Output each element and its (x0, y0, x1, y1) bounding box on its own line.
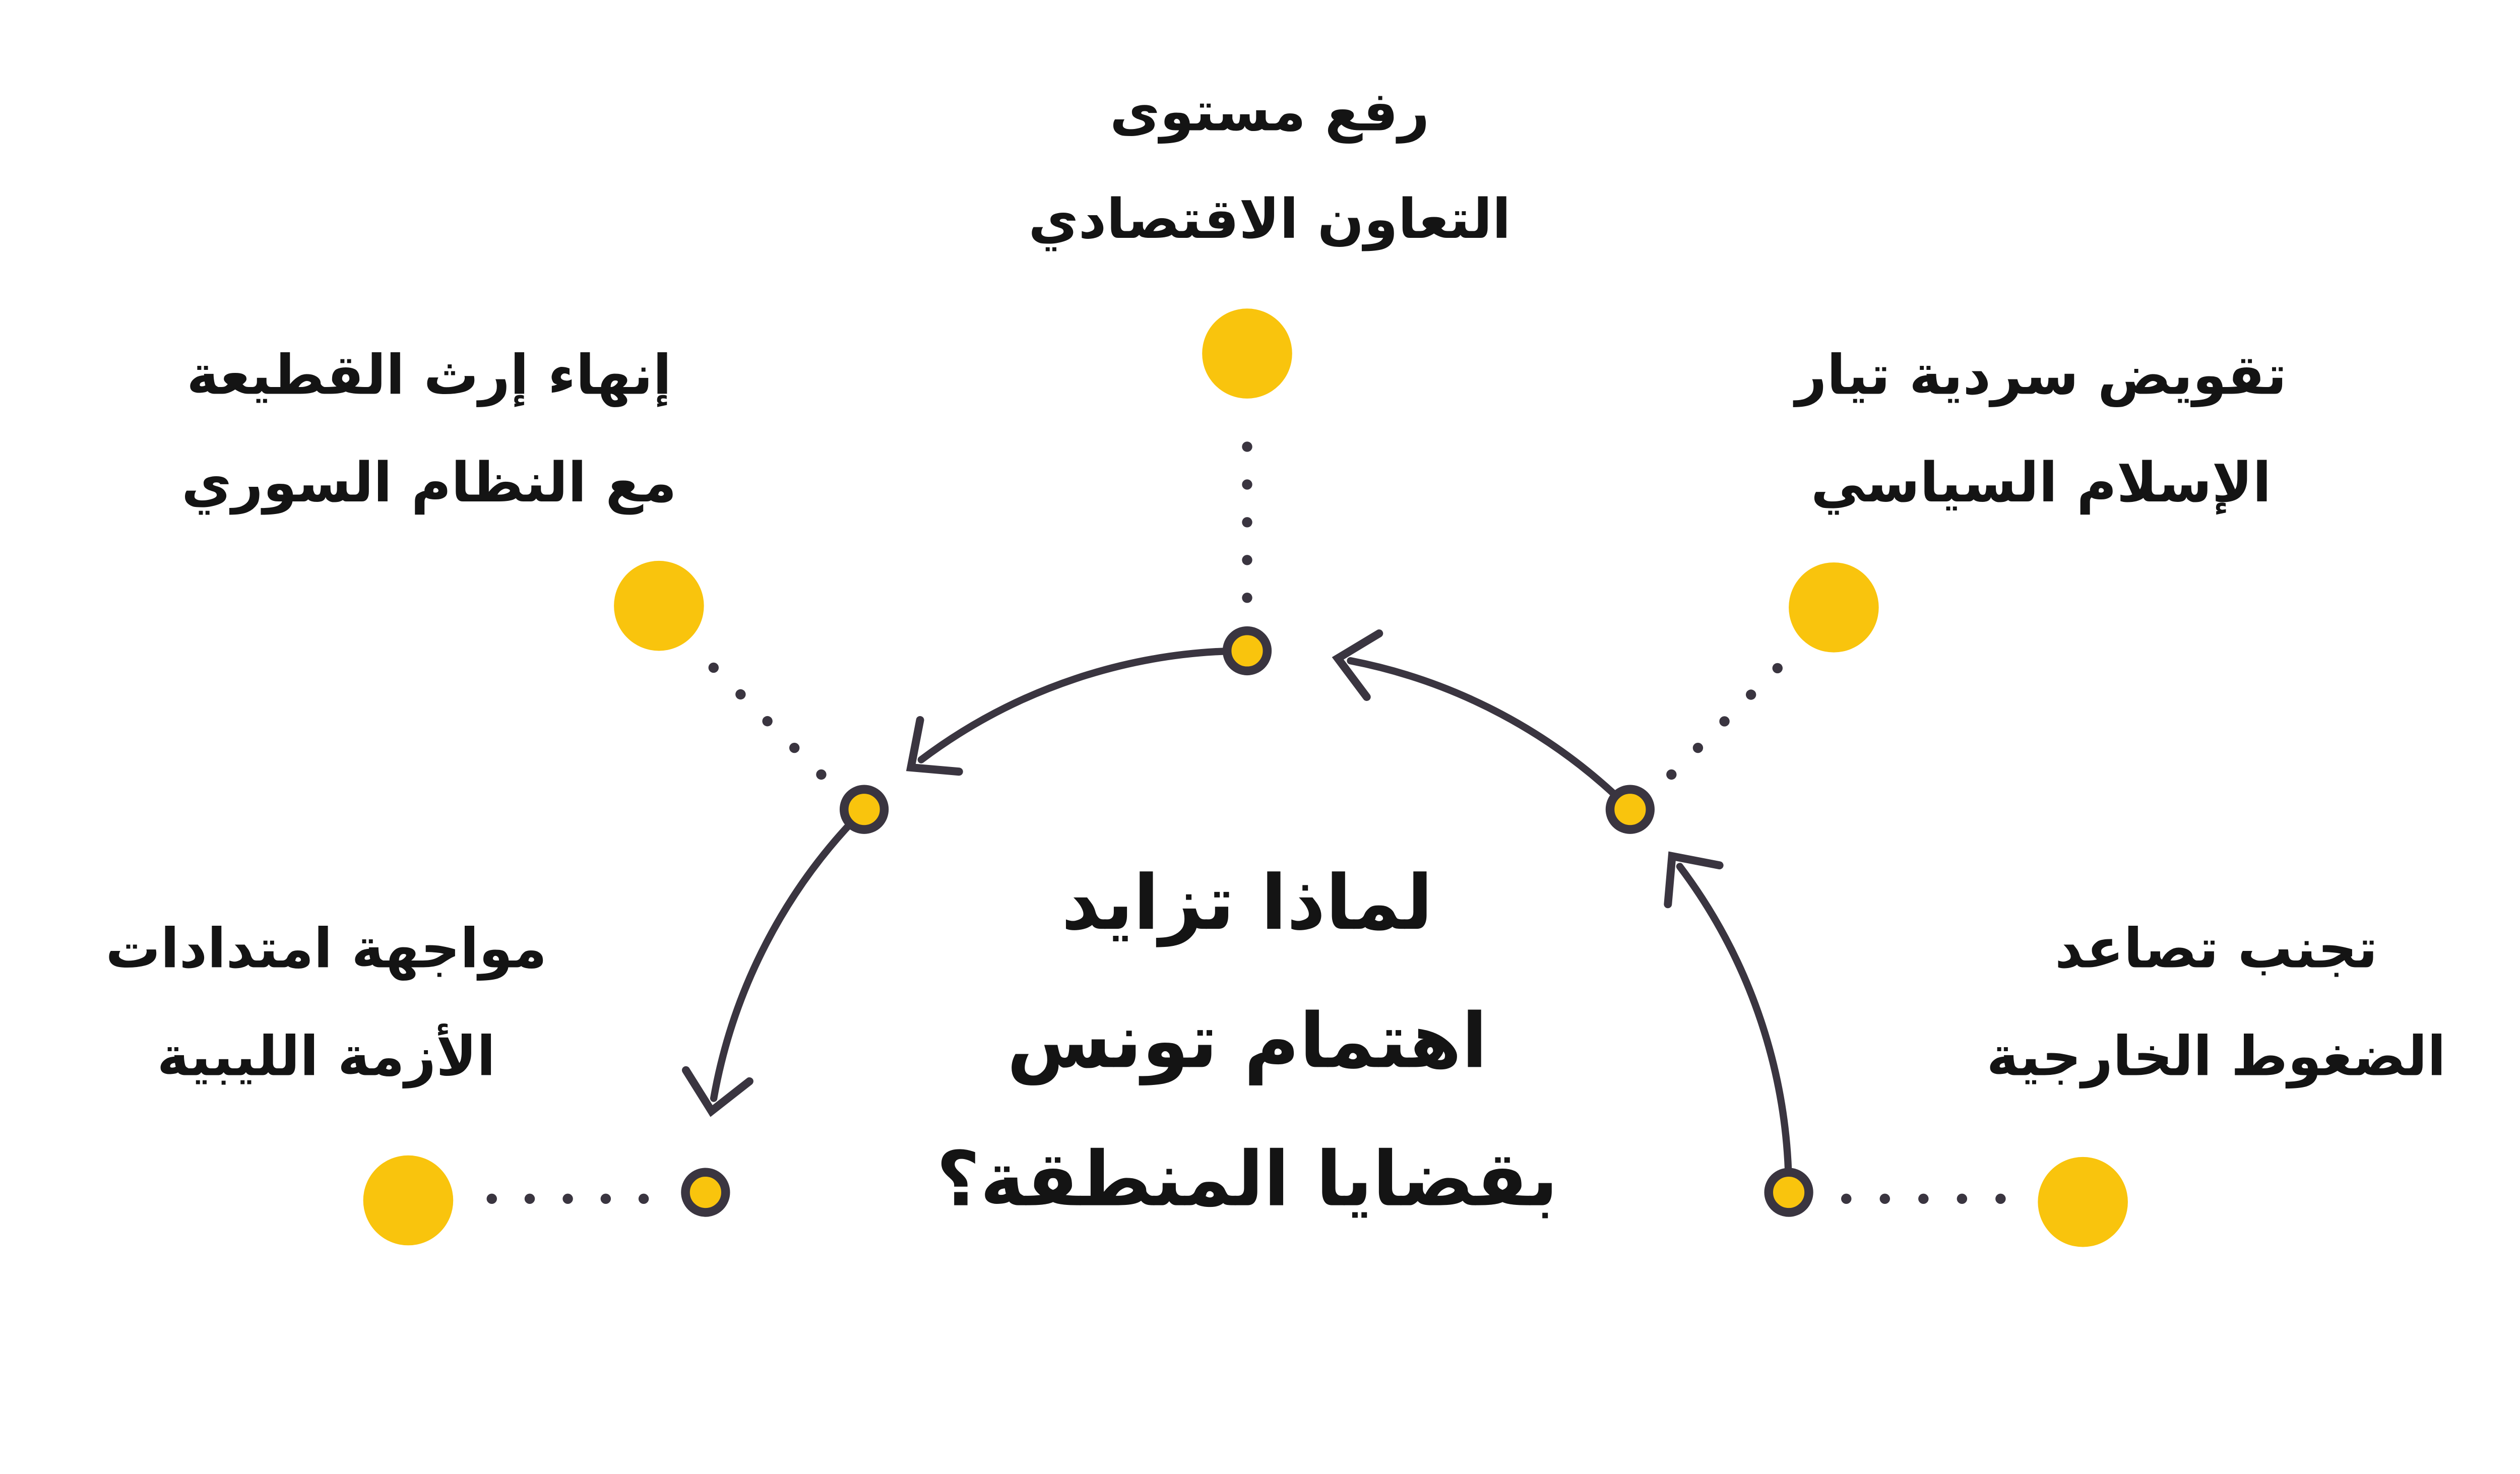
hub-node-top (1222, 626, 1272, 676)
topic-label-line: الضغوط الخارجية (1986, 1025, 2446, 1090)
infographic-canvas: رفع مستوى التعاون الاقتصادي إنهاء إرث ال… (105, 59, 2446, 1250)
dotted-link-top-right (1666, 663, 1783, 780)
hub-node-left (839, 785, 889, 834)
dotted-link-bottom-left (486, 1193, 649, 1204)
topic-label-line: مواجهة امتدادات (105, 917, 547, 982)
topic-dot-top-left (614, 560, 704, 651)
arc-top-to-left (917, 647, 1251, 763)
arc-bottom-right-to-right (1676, 863, 1793, 1196)
topic-label-line: تجنب تصاعد (2055, 917, 2378, 982)
arc-right-to-top (1347, 657, 1634, 813)
topic-label-line: إنهاء إرث القطيعة (186, 344, 672, 408)
topic-label-line: التعاون الاقتصادي (1028, 188, 1511, 252)
dotted-link-top (1242, 441, 1252, 603)
topic-dot-top-right (1789, 562, 1879, 653)
diagram-graphics (363, 308, 2128, 1247)
topic-label-top: رفع مستوى التعاون الاقتصادي (1028, 59, 1510, 275)
topic-dot-top (1202, 308, 1292, 399)
arrowhead-down-icon (681, 1066, 753, 1117)
topic-label-top-right: تقويض سردية تيار الإسلام السياسي (1795, 323, 2287, 538)
topic-dot-bottom-right (2038, 1157, 2128, 1247)
topic-label-line: الأزمة الليبية (157, 1025, 496, 1090)
arrowhead-up-left-icon (1664, 851, 1724, 909)
central-question: لماذا تزايد اهتمام تونس بقضايا المنطقة؟ (936, 836, 1558, 1250)
central-question-line: اهتمام تونس (1006, 998, 1488, 1086)
topic-label-top-left: إنهاء إرث القطيعة مع النظام السوري (181, 323, 677, 538)
arc-left-to-bottom-left (710, 806, 868, 1102)
topic-label-bottom-right: تجنب تصاعد الضغوط الخارجية (1987, 896, 2446, 1112)
hub-node-bottom-right (1764, 1168, 1813, 1217)
arrowhead-left-icon (1332, 629, 1383, 701)
dotted-link-top-left (708, 662, 827, 780)
topic-dot-bottom-left (363, 1155, 454, 1246)
topic-label-line: مع النظام السوري (181, 452, 677, 516)
topic-label-line: الإسلام السياسي (1810, 452, 2272, 516)
topic-label-line: تقويض سردية تيار (1795, 344, 2287, 408)
hub-node-bottom-left (681, 1168, 730, 1217)
dotted-link-bottom-right (1841, 1193, 2006, 1204)
arrowhead-down-left-icon (906, 716, 963, 776)
central-question-line: بقضايا المنطقة؟ (936, 1136, 1558, 1225)
central-question-line: لماذا تزايد (1061, 859, 1433, 948)
topic-label-bottom-left: مواجهة امتدادات الأزمة الليبية (106, 896, 547, 1112)
topic-label-line: رفع مستوى (1109, 80, 1430, 145)
hub-node-right (1605, 785, 1655, 834)
